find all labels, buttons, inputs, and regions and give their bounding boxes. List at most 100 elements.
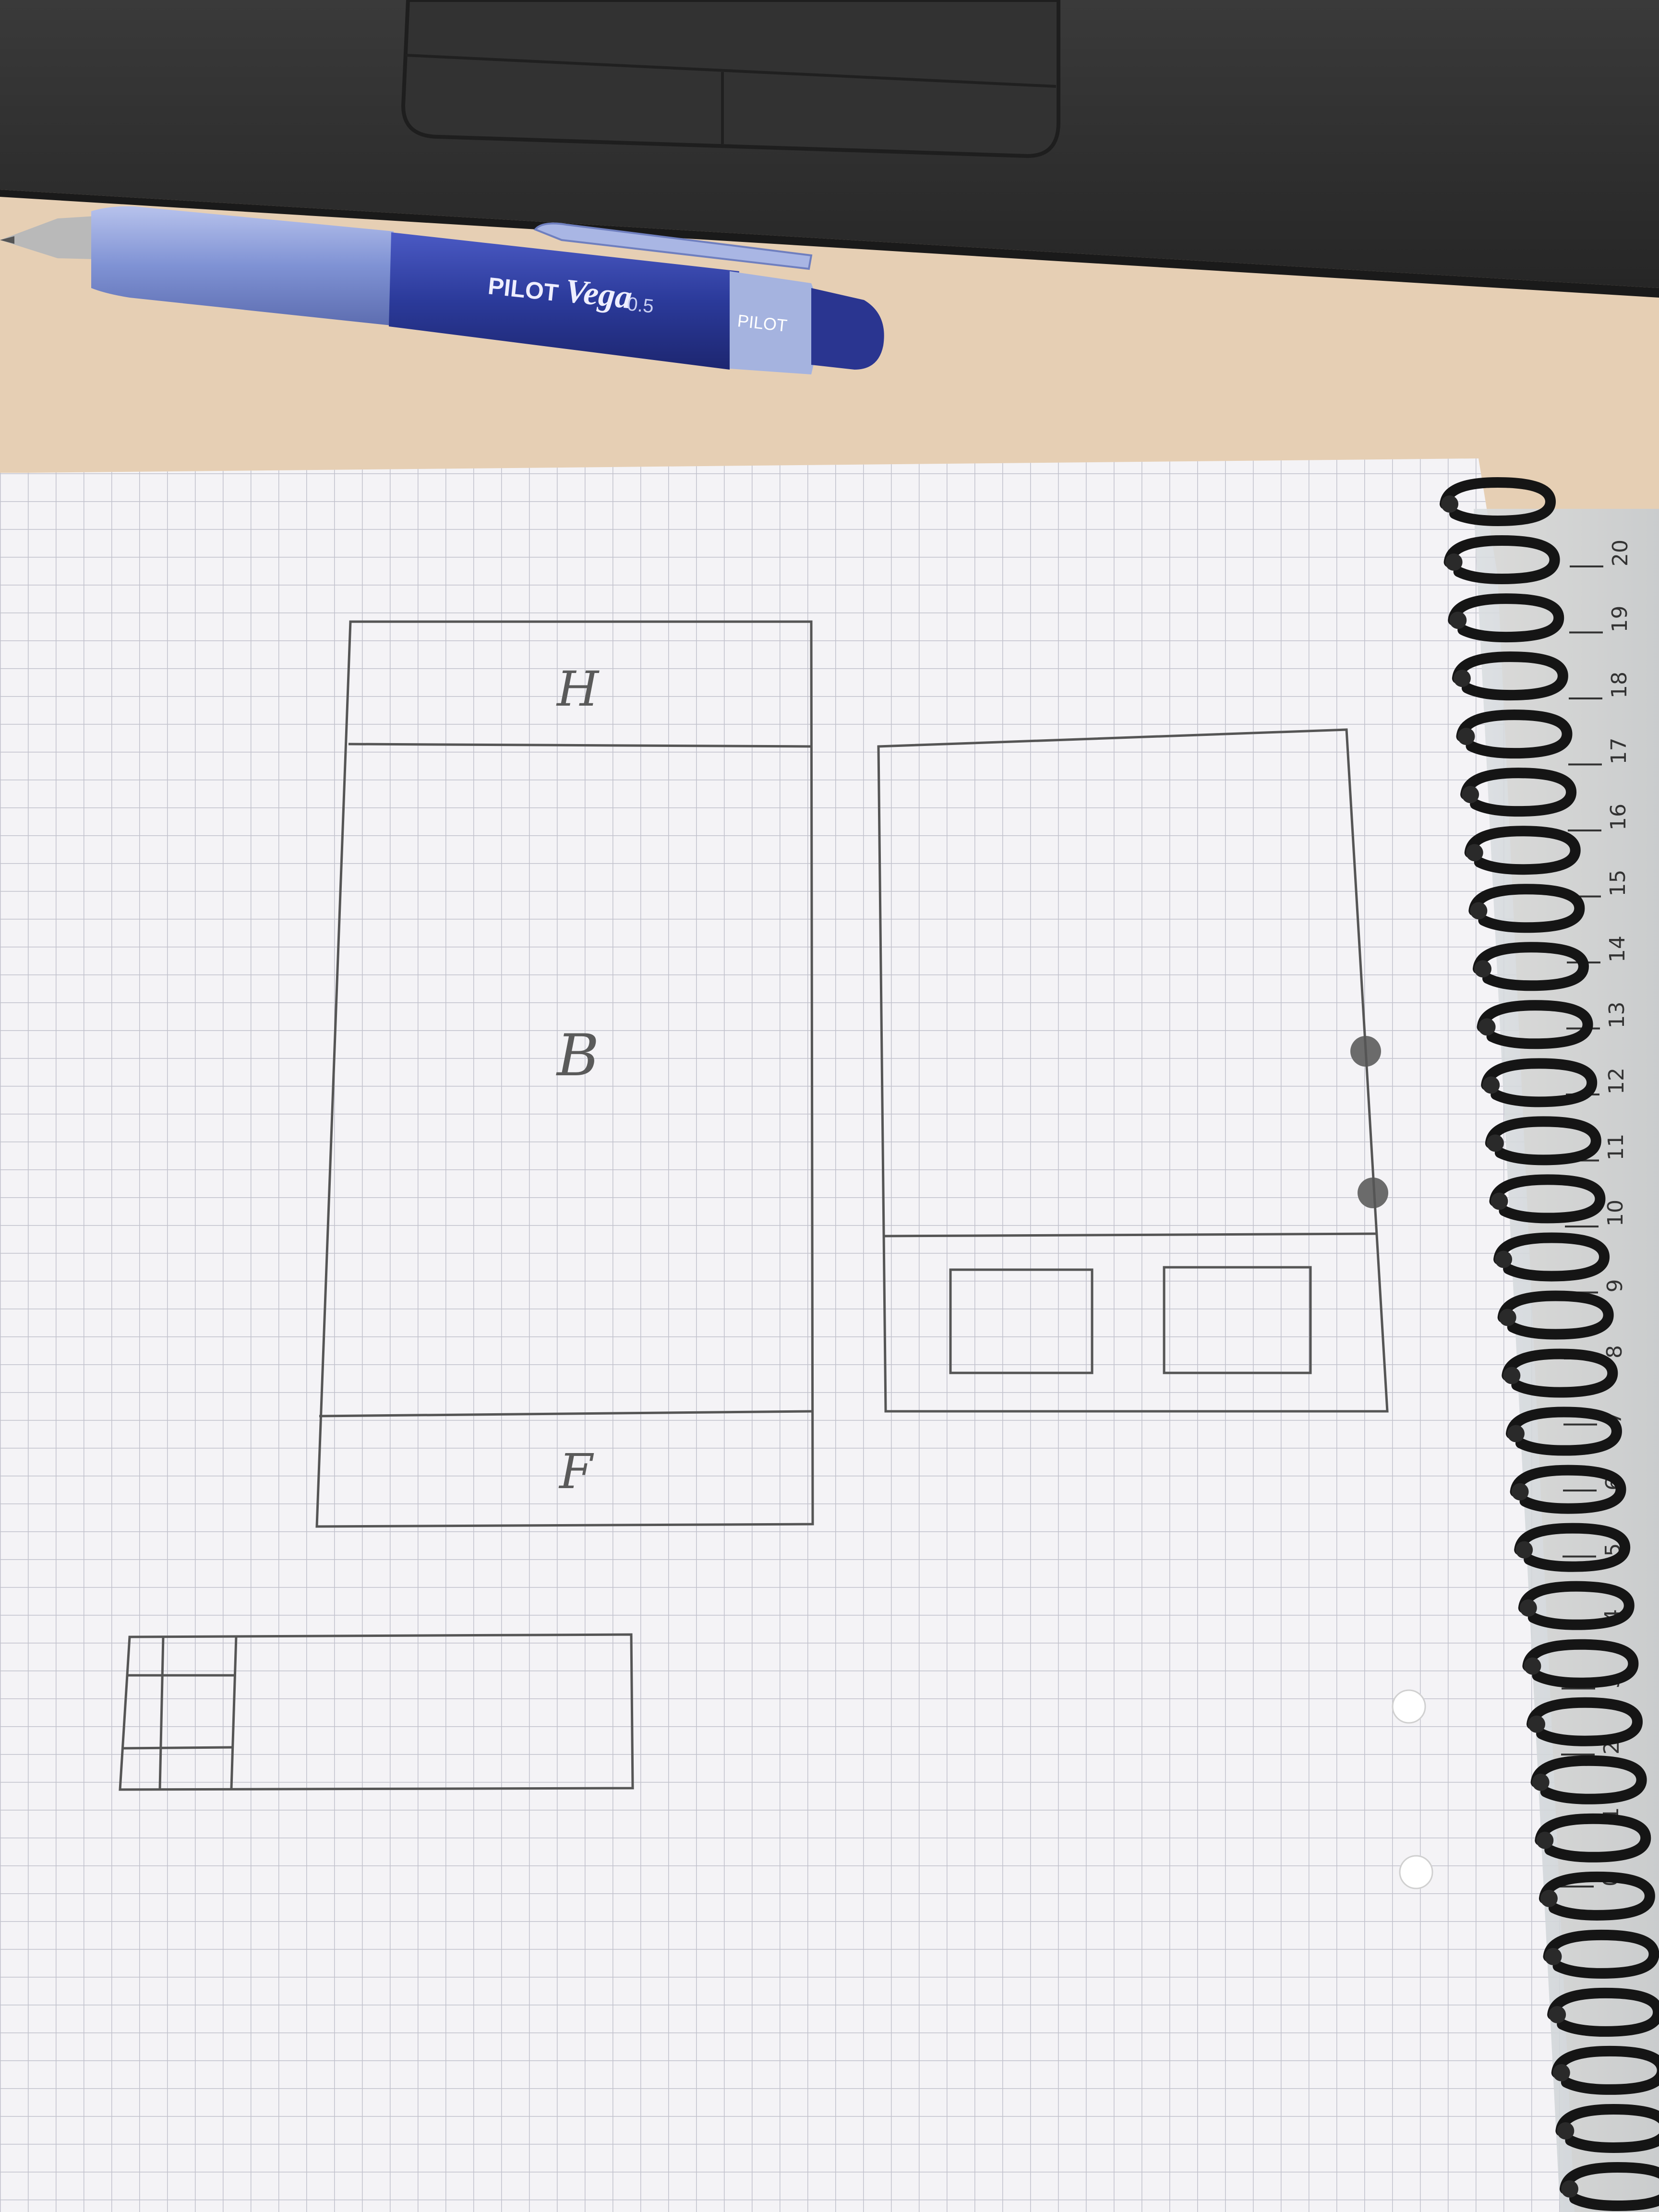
spiral-coil: [1456, 709, 1573, 759]
spiral-hole: [1503, 1367, 1521, 1384]
wireframe-layout-b: [877, 728, 1389, 1413]
ruler-number: 10: [1603, 1200, 1628, 1226]
spiral-hole: [1478, 1018, 1496, 1036]
spiral-hole: [1462, 786, 1479, 804]
spiral-coil: [1472, 942, 1589, 991]
row-outline: [119, 1633, 634, 1791]
spiral-hole: [1491, 1192, 1508, 1210]
spiral-coil: [1502, 1348, 1618, 1398]
button-sketch-left: [949, 1268, 1094, 1374]
wireframe-layout-a: [315, 620, 814, 1528]
spiral-coil: [1535, 1813, 1651, 1863]
ruler-number: 19: [1608, 606, 1632, 633]
spiral-hole: [1441, 495, 1458, 513]
ruler-number: 20: [1608, 540, 1633, 566]
notebook-page: [0, 458, 1575, 2212]
ruler-number: 15: [1606, 870, 1630, 897]
spiral-hole: [1482, 1076, 1500, 1094]
spiral-hole: [1519, 1599, 1537, 1617]
spiral-hole: [1445, 553, 1463, 571]
spiral-hole: [1449, 612, 1467, 629]
spiral-hole: [1549, 2006, 1566, 2023]
punch-hole: [1358, 1178, 1388, 1208]
spiral-hole: [1557, 2122, 1575, 2140]
spiral-hole: [1499, 1309, 1516, 1326]
spiral-hole: [1524, 1657, 1541, 1675]
spiral-hole: [1507, 1425, 1525, 1443]
punch-hole: [1392, 1689, 1426, 1724]
ruler-number: 13: [1605, 1002, 1629, 1029]
pen-model: Vega: [563, 272, 634, 316]
ruler-number: 18: [1607, 672, 1632, 698]
spiral-coil: [1514, 1523, 1631, 1572]
spiral-coil: [1539, 1871, 1655, 1921]
ruler-number: 17: [1607, 738, 1631, 765]
ruler-number: 9: [1603, 1279, 1627, 1293]
label-footer: F: [558, 1443, 594, 1500]
spiral-coil: [1443, 535, 1560, 585]
spiral-coil: [1530, 1755, 1647, 1804]
button-sketch-right: [1163, 1266, 1312, 1374]
spiral-hole: [1453, 670, 1471, 687]
spiral-coil: [1555, 2104, 1659, 2153]
spiral-hole: [1532, 1773, 1550, 1791]
laptop: [0, 0, 1659, 298]
spiral-hole: [1552, 2064, 1570, 2081]
ruler-number: 12: [1604, 1068, 1629, 1094]
spiral-hole: [1515, 1541, 1533, 1559]
spiral-hole: [1474, 960, 1491, 978]
spiral-coil: [1452, 651, 1568, 701]
pen-clip: [533, 222, 813, 270]
spiral-coil: [1560, 2162, 1659, 2212]
label-body: B: [556, 1022, 599, 1089]
spiral-hole: [1528, 1715, 1546, 1733]
ruler-number: 11: [1604, 1134, 1628, 1161]
header-divider: [348, 743, 812, 748]
panel-divider: [883, 1232, 1378, 1238]
spiral-coil: [1505, 1407, 1622, 1456]
layout-outline: [315, 620, 814, 1528]
punch-hole: [1399, 1855, 1433, 1889]
pen-tip-size: 0.5: [626, 293, 655, 317]
pen-cap: [730, 271, 818, 374]
spiral-binding: [1440, 477, 1659, 2212]
pen-barrel: [389, 232, 739, 370]
spiral-coil: [1489, 1174, 1606, 1224]
spiral-coil: [1440, 477, 1556, 527]
spiral-coil: [1477, 1000, 1593, 1049]
spiral-coil: [1527, 1697, 1643, 1746]
spiral-coil: [1460, 768, 1577, 817]
spiral-coil: [1497, 1290, 1614, 1340]
spiral-hole: [1561, 2180, 1578, 2198]
spiral-coil: [1510, 1465, 1626, 1514]
spiral-hole: [1495, 1250, 1513, 1268]
footer-divider: [319, 1410, 813, 1418]
spiral-hole: [1486, 1134, 1504, 1152]
spiral-hole: [1544, 1948, 1562, 1965]
spiral-coil: [1551, 2045, 1659, 2095]
spiral-hole: [1511, 1483, 1529, 1501]
panel-outline: [877, 728, 1389, 1413]
wireframe-list-row: [119, 1633, 634, 1791]
sketch-labels: H B F: [556, 661, 600, 1500]
label-header: H: [556, 661, 600, 717]
spiral-hole: [1470, 902, 1488, 920]
ruler-number: 16: [1606, 804, 1631, 830]
spiral-hole: [1466, 844, 1483, 862]
spiral-hole: [1536, 1831, 1554, 1849]
touchpad: [401, 0, 1060, 158]
ruler-number: 14: [1605, 936, 1630, 962]
spiral-coil: [1448, 593, 1564, 643]
spiral-coil: [1547, 1987, 1659, 2037]
spiral-coil: [1485, 1116, 1601, 1166]
spiral-coil: [1518, 1581, 1635, 1630]
spiral-hole: [1457, 728, 1475, 745]
spiral-coil: [1522, 1639, 1639, 1688]
pen-grip: [91, 206, 394, 325]
spiral-coil: [1468, 884, 1585, 933]
spiral-coil: [1464, 826, 1581, 875]
pen: PILOT Vega 0.5 PILOT: [0, 206, 884, 374]
wireframe-sketch: [119, 620, 1389, 1791]
spiral-coil: [1481, 1058, 1598, 1107]
